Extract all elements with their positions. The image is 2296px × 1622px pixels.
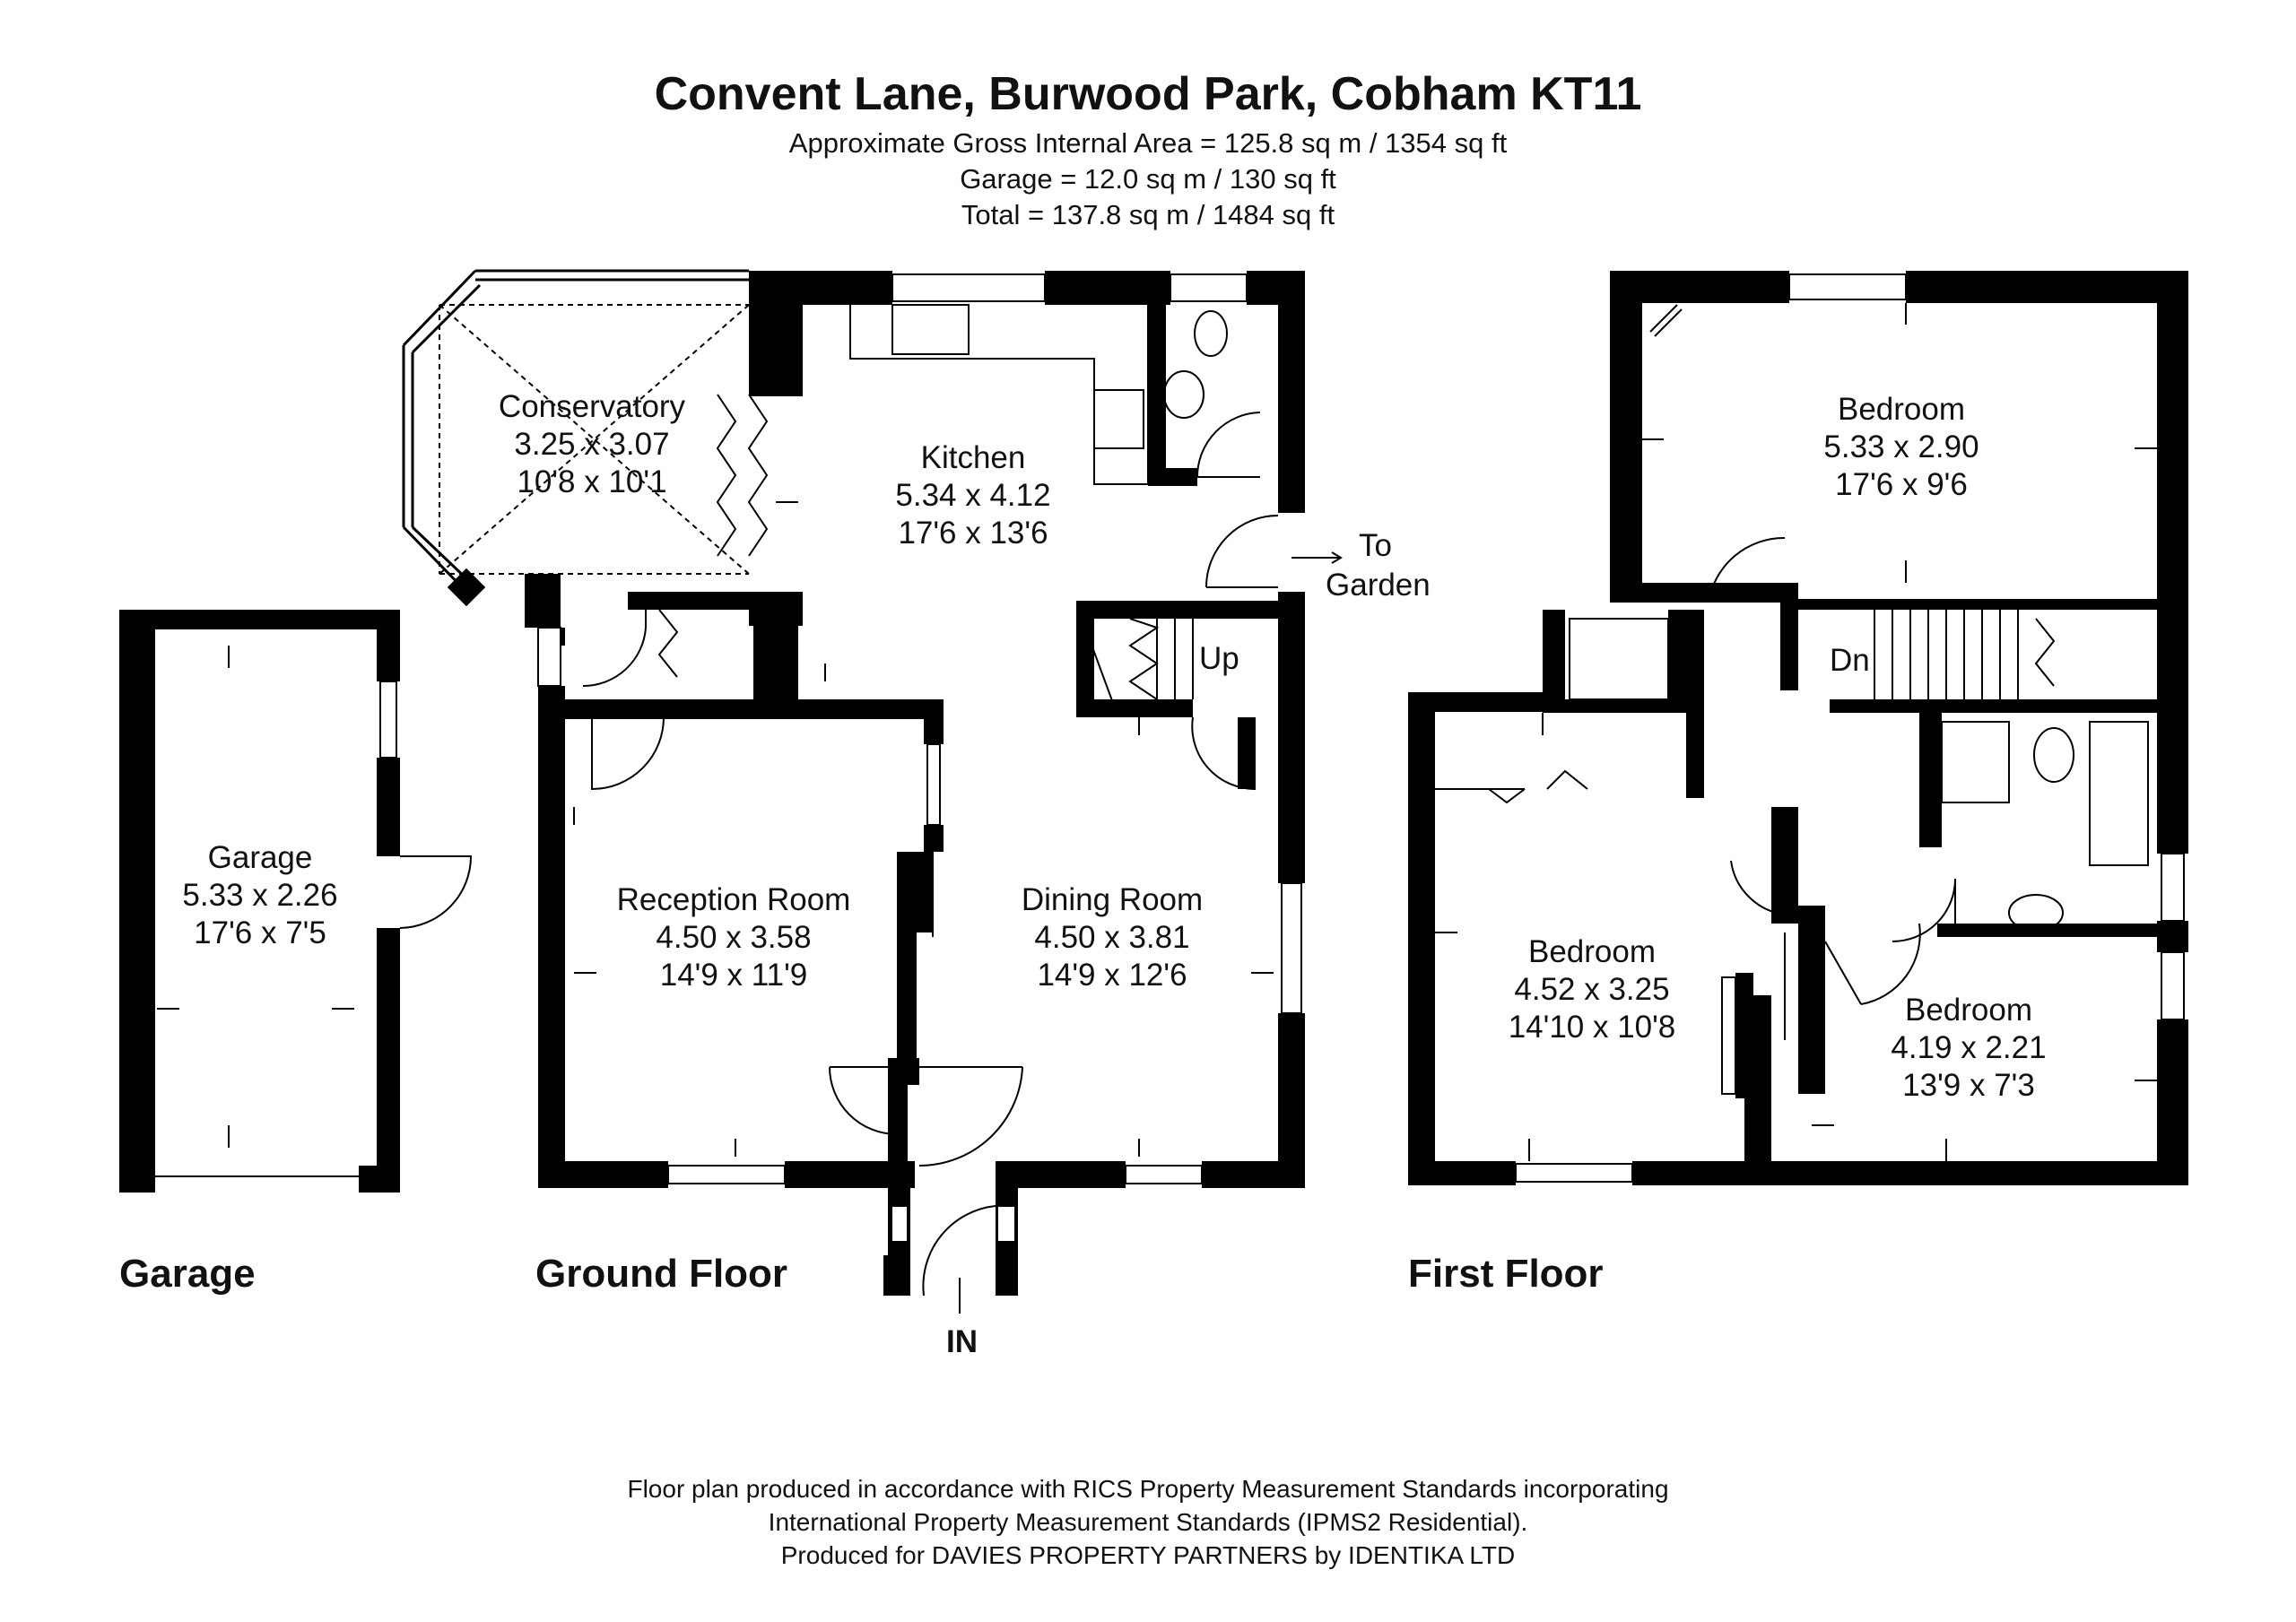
dining-name: Dining Room <box>1022 882 1203 917</box>
first-floor-label: First Floor <box>1408 1252 1604 1296</box>
gross-area-line: Approximate Gross Internal Area = 125.8 … <box>788 127 1508 159</box>
dining-imperial: 14'9 x 12'6 <box>1037 958 1187 993</box>
footer-line-3: Produced for DAVIES PROPERTY PARTNERS by… <box>780 1541 1516 1569</box>
conservatory-imperial: 10'8 x 10'1 <box>517 464 666 499</box>
bedroom-left-imperial: 14'10 x 10'8 <box>1509 1010 1676 1045</box>
bedroom-small-metric: 4.19 x 2.21 <box>1891 1030 2046 1065</box>
garden-label: Garden <box>1326 568 1431 603</box>
bedroom-top-metric: 5.33 x 2.90 <box>1823 429 1979 464</box>
bedroom-small-name: Bedroom <box>1905 993 2032 1028</box>
kitchen-imperial: 17'6 x 13'6 <box>898 516 1048 551</box>
garage-room-name: Garage <box>208 840 313 875</box>
plan-header: Convent Lane, Burwood Park, Cobham KT11 … <box>0 63 2296 233</box>
footer-line-2: International Property Measurement Stand… <box>768 1508 1528 1536</box>
bedroom-small-imperial: 13'9 x 7'3 <box>1902 1068 2035 1103</box>
bedroom-top-imperial: 17'6 x 9'6 <box>1835 467 1968 502</box>
reception-metric: 4.50 x 3.58 <box>656 920 811 955</box>
footer-line-1: Floor plan produced in accordance with R… <box>627 1475 1669 1503</box>
reception-imperial: 14'9 x 11'9 <box>660 958 808 993</box>
kitchen-name: Kitchen <box>921 440 1026 475</box>
kitchen-metric: 5.34 x 4.12 <box>895 478 1050 513</box>
plan-footer: Floor plan produced in accordance with R… <box>0 1472 2296 1572</box>
conservatory-name: Conservatory <box>499 389 686 424</box>
first-floor-plan <box>1408 271 2188 1185</box>
stairs-down-label: Dn <box>1830 643 1870 678</box>
ground-floor-label: Ground Floor <box>535 1252 787 1296</box>
garage-plan <box>119 610 473 1193</box>
dining-metric: 4.50 x 3.81 <box>1034 920 1189 955</box>
garage-area-line: Garage = 12.0 sq m / 130 sq ft <box>960 163 1336 195</box>
bedroom-top-name: Bedroom <box>1838 392 1965 427</box>
property-title: Convent Lane, Burwood Park, Cobham KT11 <box>654 68 1642 120</box>
stairs-up-label: Up <box>1199 641 1239 676</box>
garage-floor-label: Garage <box>119 1252 256 1296</box>
ground-floor-plan <box>402 269 1305 1314</box>
to-label: To <box>1359 528 1392 563</box>
conservatory-metric: 3.25 x 3.07 <box>514 427 669 462</box>
garage-room-imperial: 17'6 x 7'5 <box>194 915 326 950</box>
bedroom-left-metric: 4.52 x 3.25 <box>1514 972 1669 1007</box>
entrance-label: IN <box>946 1324 978 1359</box>
room-labels: Garage 5.33 x 2.26 17'6 x 7'5 Conservato… <box>119 389 2047 1359</box>
reception-name: Reception Room <box>617 882 851 917</box>
total-area-line: Total = 137.8 sq m / 1484 sq ft <box>961 199 1335 230</box>
bedroom-left-name: Bedroom <box>1528 934 1656 969</box>
garage-room-metric: 5.33 x 2.26 <box>182 878 337 913</box>
